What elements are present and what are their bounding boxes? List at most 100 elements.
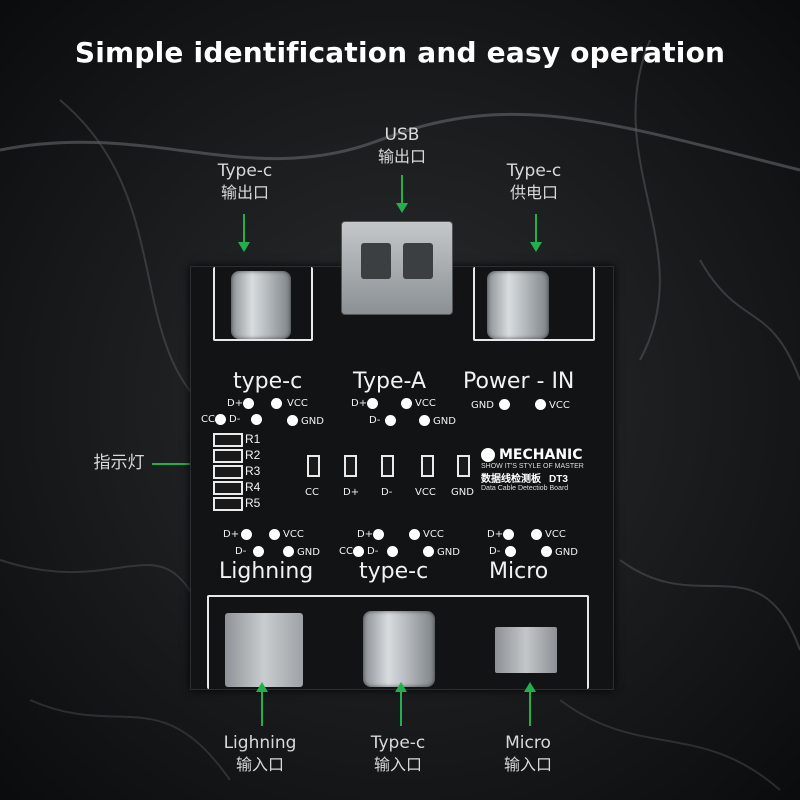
typec-port-input[interactable] bbox=[363, 611, 435, 687]
arrow-up-icon bbox=[395, 682, 407, 692]
callout-lightning-input: Lighning 输入口 bbox=[200, 732, 320, 776]
pin-dot bbox=[385, 415, 396, 426]
arrow-down-icon bbox=[396, 203, 408, 213]
pin-dot bbox=[241, 529, 252, 540]
led-label: CC bbox=[305, 487, 319, 498]
pin-dot bbox=[243, 398, 254, 409]
resistor-r4 bbox=[213, 481, 243, 495]
callout-line2: 输入口 bbox=[373, 755, 422, 774]
callout-micro-input: Micro 输入口 bbox=[478, 732, 578, 776]
pin-label: CC bbox=[339, 546, 353, 557]
micro-port[interactable] bbox=[495, 627, 557, 673]
pin-dot bbox=[269, 529, 280, 540]
usb-tab bbox=[361, 243, 391, 279]
label-typec-top: type-c bbox=[233, 369, 303, 394]
product-cn-name: 数据线检测板 bbox=[481, 474, 541, 485]
label-typec-bottom: type-c bbox=[359, 559, 429, 584]
pin-dot bbox=[353, 546, 364, 557]
typec-port-power[interactable] bbox=[487, 271, 549, 339]
usb-a-port[interactable] bbox=[341, 221, 453, 315]
led-label: VCC bbox=[415, 487, 436, 498]
callout-typec-output: Type-c 输出口 bbox=[195, 160, 295, 204]
callout-typec-power: Type-c 供电口 bbox=[484, 160, 584, 204]
pin-label: D- bbox=[369, 415, 381, 426]
pin-dot bbox=[287, 415, 298, 426]
pin-dot bbox=[419, 415, 430, 426]
callout-indicator: 指示灯 bbox=[84, 452, 154, 474]
lightning-port[interactable] bbox=[225, 613, 303, 687]
pin-label: GND bbox=[297, 547, 320, 558]
resistor-label: R4 bbox=[245, 480, 261, 494]
arrow-line bbox=[401, 175, 403, 205]
callout-usb-output: USB 输出口 bbox=[352, 124, 452, 168]
pin-label: D+ bbox=[351, 398, 368, 409]
resistor-label: R3 bbox=[245, 464, 261, 478]
arrow-line bbox=[529, 692, 531, 726]
arrow-up-icon bbox=[524, 682, 536, 692]
pin-dot bbox=[505, 546, 516, 557]
led-label: D- bbox=[381, 487, 393, 498]
pin-dot bbox=[401, 398, 412, 409]
pin-dot bbox=[373, 529, 384, 540]
resistor-label: R2 bbox=[245, 448, 261, 462]
pin-label: D+ bbox=[357, 529, 374, 540]
pin-label: VCC bbox=[545, 529, 566, 540]
pin-dot bbox=[535, 399, 546, 410]
resistor-r5 bbox=[213, 497, 243, 511]
pin-label: GND bbox=[555, 547, 578, 558]
resistor-r1 bbox=[213, 433, 243, 447]
pin-label: GND bbox=[301, 416, 324, 427]
callout-line1: Type-c bbox=[370, 733, 426, 753]
callout-typec-input: Type-c 输入口 bbox=[348, 732, 448, 776]
pin-label: VCC bbox=[283, 529, 304, 540]
label-micro: Micro bbox=[489, 559, 549, 584]
led-label: D+ bbox=[343, 487, 360, 498]
pin-dot bbox=[423, 546, 434, 557]
pin-dot bbox=[499, 399, 510, 410]
pin-dot bbox=[253, 546, 264, 557]
led-label: GND bbox=[451, 487, 474, 498]
pin-dot bbox=[387, 546, 398, 557]
pin-dot bbox=[503, 529, 514, 540]
pin-label: D- bbox=[235, 546, 247, 557]
usb-tab bbox=[403, 243, 433, 279]
headline: Simple identification and easy operation bbox=[74, 36, 726, 69]
led-gnd bbox=[457, 455, 470, 477]
typec-port-output[interactable] bbox=[231, 271, 291, 339]
arrow-up-icon bbox=[256, 682, 268, 692]
callout-line2: 输入口 bbox=[503, 755, 552, 774]
arrow-down-icon bbox=[238, 242, 250, 252]
pin-dot bbox=[283, 546, 294, 557]
pin-dot bbox=[251, 414, 262, 425]
pin-label: VCC bbox=[287, 398, 308, 409]
pin-dot bbox=[409, 529, 420, 540]
brand-tagline: SHOW IT'S STYLE OF MASTER bbox=[481, 463, 584, 470]
led-dminus bbox=[381, 455, 394, 477]
led-cc bbox=[307, 455, 320, 477]
pin-label: CC bbox=[201, 414, 215, 425]
callout-line1: USB bbox=[384, 125, 420, 145]
callout-line1: Micro bbox=[505, 733, 551, 753]
callout-line1: Type-c bbox=[506, 161, 562, 181]
pin-label: D- bbox=[229, 414, 241, 425]
pin-label: VCC bbox=[549, 400, 570, 411]
brand-logo: MECHANIC SHOW IT'S STYLE OF MASTER 数据线检测… bbox=[481, 447, 606, 492]
port-frame bbox=[213, 267, 313, 341]
callout-line1: Lighning bbox=[223, 733, 297, 753]
pin-label: GND bbox=[433, 416, 456, 427]
arrow-down-icon bbox=[530, 242, 542, 252]
pin-label: D- bbox=[489, 546, 501, 557]
detection-board: type-c Type-A Power - IN D+ VCC CC D- GN… bbox=[190, 221, 614, 690]
pin-label: D+ bbox=[223, 529, 240, 540]
resistor-label: R5 bbox=[245, 496, 261, 510]
pin-label: GND bbox=[471, 400, 494, 411]
mechanic-logo-icon bbox=[481, 448, 495, 462]
product-en-name: Data Cable Detectiob Board bbox=[481, 485, 569, 492]
resistor-r2 bbox=[213, 449, 243, 463]
port-frame bbox=[473, 267, 595, 341]
pin-label: D+ bbox=[487, 529, 504, 540]
label-lightning: Lighning bbox=[219, 559, 314, 584]
arrow-line bbox=[400, 692, 402, 726]
arrow-line bbox=[243, 214, 245, 244]
pin-dot bbox=[541, 546, 552, 557]
